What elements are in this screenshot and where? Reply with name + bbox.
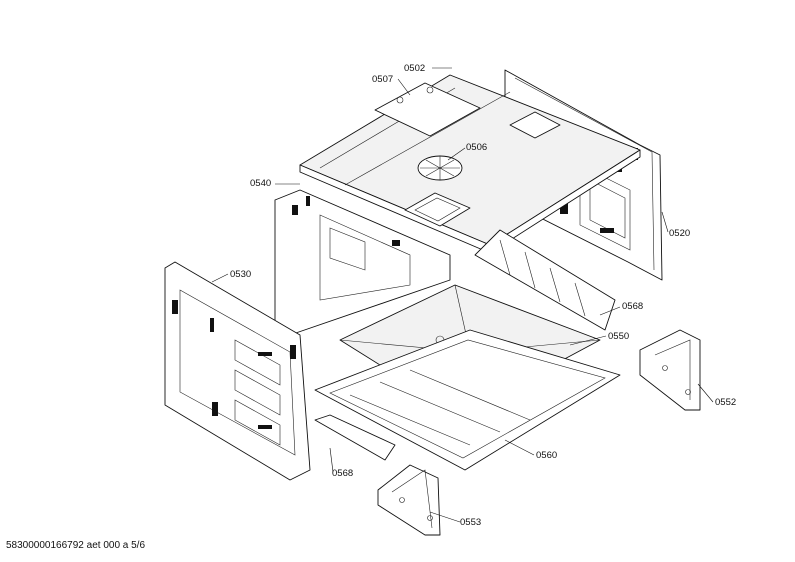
label-0560: 0560 [536,450,557,461]
label-0530: 0530 [230,269,251,280]
label-0520: 0520 [669,228,690,239]
part-0507-plate [374,82,481,137]
leader-lines [211,67,714,523]
label-0507: 0507 [372,74,393,85]
part-0568-upper-duct [474,229,616,331]
document-id: 58300000166792 aet 000 a 5/6 [6,540,146,551]
part-0530-left-side-panel [164,261,311,481]
label-0502: 0502 [404,63,425,74]
part-0568-lower-duct [314,414,396,461]
part-0560-base-frame [314,329,621,471]
label-0568-upper: 0568 [622,301,643,312]
label-0550: 0550 [608,331,629,342]
label-0568-lower: 0568 [332,468,353,479]
part-0506-fan [417,155,463,181]
part-0552-bracket [639,329,701,411]
label-0553: 0553 [460,517,481,528]
label-0506: 0506 [466,142,487,153]
label-0552: 0552 [715,397,736,408]
label-0540: 0540 [250,178,271,189]
part-0553-bracket [377,464,441,536]
